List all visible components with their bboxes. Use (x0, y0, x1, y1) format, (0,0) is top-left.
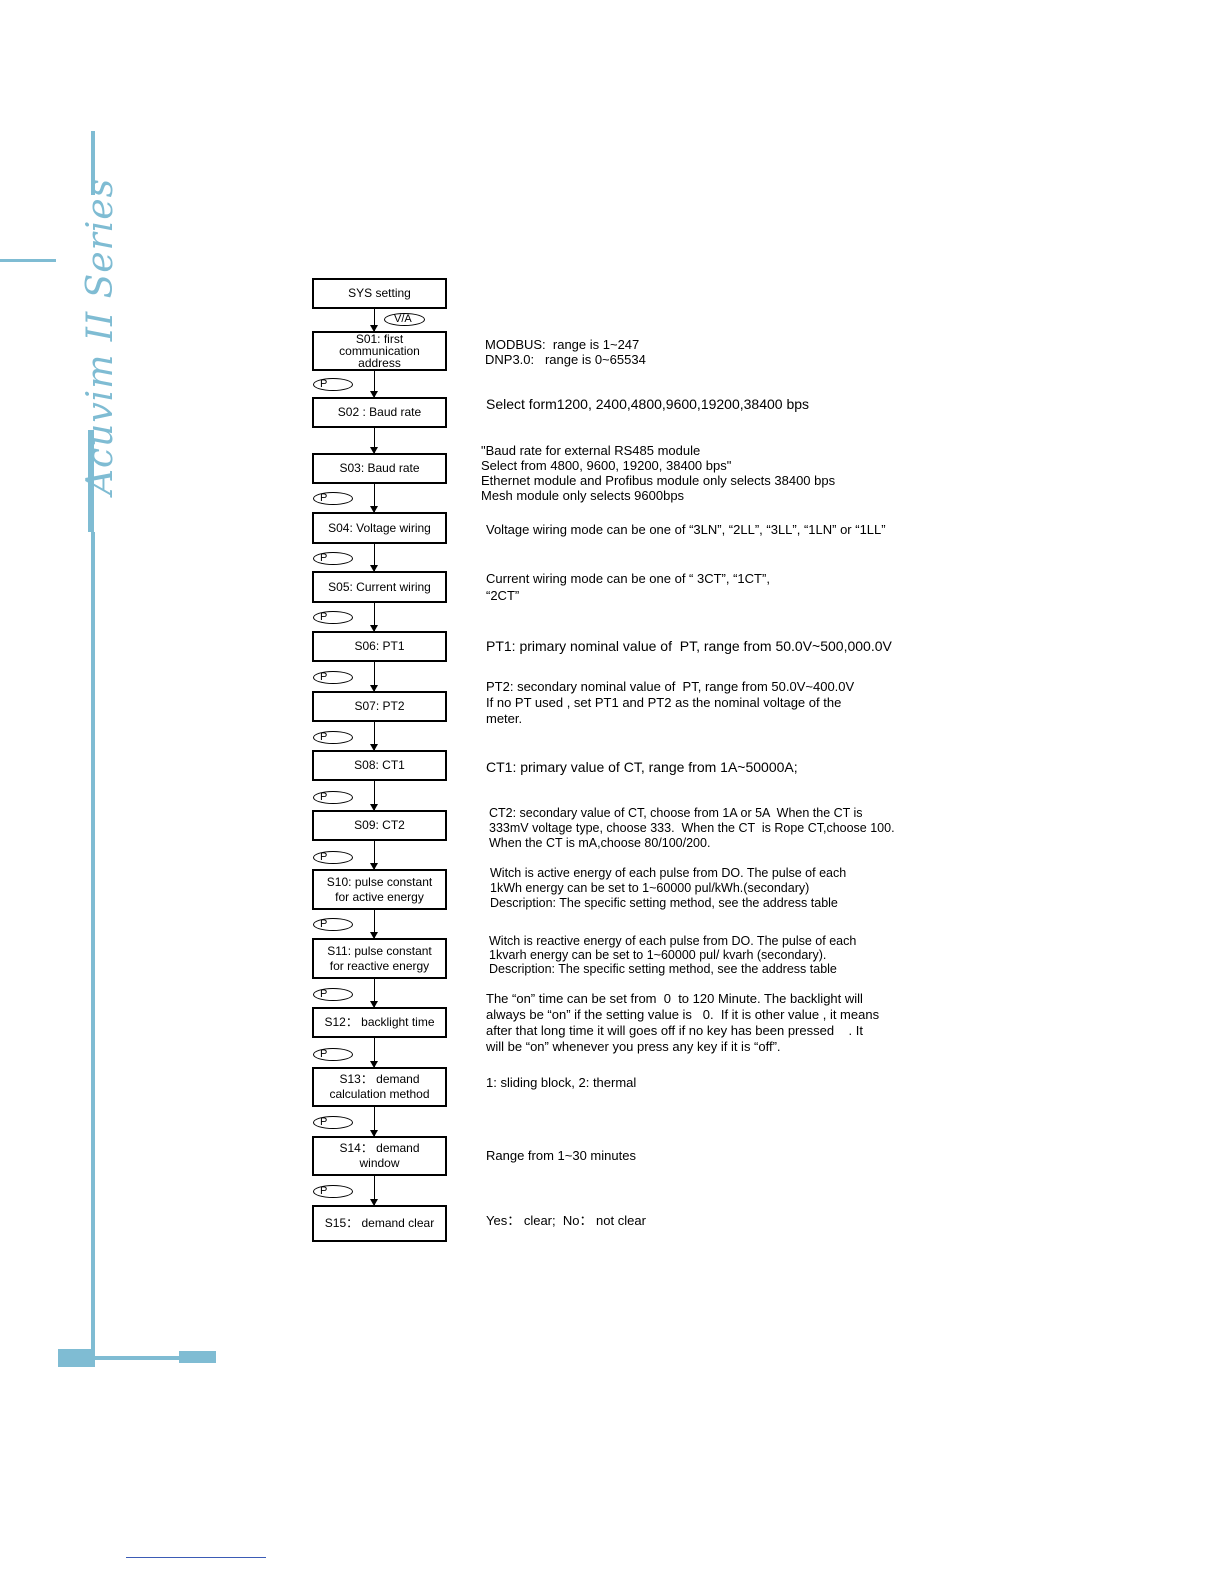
step-box-s15: S15： demand clear (312, 1205, 447, 1242)
flow-arrow (370, 484, 378, 513)
desc-s04: Voltage wiring mode can be one of “3LN”,… (486, 522, 886, 537)
flow-arrow (370, 979, 378, 1008)
step-box-s06: S06: PT1 (312, 631, 447, 662)
flow-arrow (370, 781, 378, 811)
desc-s02: Select form1200, 2400,4800,9600,19200,38… (486, 396, 810, 412)
desc-s11: Witch is reactive energy of each pulse f… (489, 934, 857, 976)
p-key-icon: P (313, 791, 353, 804)
step-box-s10: S10: pulse constant for active energy (312, 869, 447, 910)
p-key-icon: P (313, 378, 353, 391)
step-box-s12: S12： backlight time (312, 1007, 447, 1038)
flow-arrow (370, 544, 378, 572)
p-key-icon: P (313, 552, 353, 565)
side-bar-top (91, 131, 95, 195)
step-box-s09: S09: CT2 (312, 810, 447, 841)
step-box-s04: S04: Voltage wiring (312, 512, 447, 544)
va-key-icon: V/A (384, 313, 425, 326)
flow-arrow (370, 309, 378, 332)
p-key-icon: P (313, 731, 353, 744)
side-tick (0, 259, 56, 262)
p-key-icon: P (313, 611, 353, 624)
footer-link-line (126, 1557, 266, 1558)
flow-arrow (370, 371, 378, 398)
flow-arrow (370, 1176, 378, 1206)
step-box-s08: S08: CT1 (312, 750, 447, 781)
desc-s09: CT2: secondary value of CT, choose from … (489, 806, 895, 850)
desc-s08: CT1: primary value of CT, range from 1A~… (486, 759, 798, 775)
p-key-icon: P (313, 671, 353, 684)
bottom-block-left (58, 1349, 95, 1367)
desc-s01: MODBUS: range is 1~247 DNP3.0: range is … (485, 337, 646, 367)
step-box-s14: S14： demand window (312, 1136, 447, 1176)
flow-arrow (370, 841, 378, 870)
step-box-s13: S13： demand calculation method (312, 1067, 447, 1107)
desc-s10: Witch is active energy of each pulse fro… (490, 866, 847, 910)
desc-s15: Yes： clear; No： not clear (486, 1213, 646, 1228)
p-key-icon: P (313, 988, 353, 1001)
bottom-block-right (179, 1351, 216, 1363)
step-box-s01: S01: first communication address (312, 331, 447, 371)
desc-s06: PT1: primary nominal value of PT, range … (486, 638, 892, 654)
flow-arrow (370, 1107, 378, 1137)
desc-s14: Range from 1~30 minutes (486, 1148, 636, 1163)
flow-arrow (370, 603, 378, 632)
flow-arrow (370, 662, 378, 692)
bottom-bar (95, 1356, 179, 1360)
flow-arrow (370, 722, 378, 751)
desc-s05: Current wiring mode can be one of “ 3CT”… (486, 571, 770, 603)
side-bar-mid (88, 430, 94, 532)
step-box-s05: S05: Current wiring (312, 571, 447, 603)
p-key-icon: P (313, 1048, 353, 1061)
side-bar-long (91, 532, 95, 1360)
flow-arrow (370, 1038, 378, 1068)
flow-arrow (370, 910, 378, 939)
p-key-icon: P (313, 1185, 353, 1198)
series-brand-title: Acuvim II Series (80, 177, 121, 495)
step-box-sys-setting: SYS setting (312, 278, 447, 309)
p-key-icon: P (313, 492, 353, 505)
flow-arrow (370, 428, 378, 454)
p-key-icon: P (313, 918, 353, 931)
p-key-icon: P (313, 1116, 353, 1129)
step-box-s02: S02 : Baud rate (312, 397, 447, 428)
desc-s07: PT2: secondary nominal value of PT, rang… (486, 679, 855, 726)
step-box-s07: S07: PT2 (312, 691, 447, 722)
desc-s12: The “on” time can be set from 0 to 120 M… (486, 991, 880, 1054)
desc-s13: 1: sliding block, 2: thermal (486, 1075, 637, 1090)
p-key-icon: P (313, 851, 353, 864)
step-box-s11: S11: pulse constant for reactive energy (312, 938, 447, 979)
step-box-s03: S03: Baud rate (312, 453, 447, 484)
desc-s03: "Baud rate for external RS485 module Sel… (481, 443, 836, 503)
